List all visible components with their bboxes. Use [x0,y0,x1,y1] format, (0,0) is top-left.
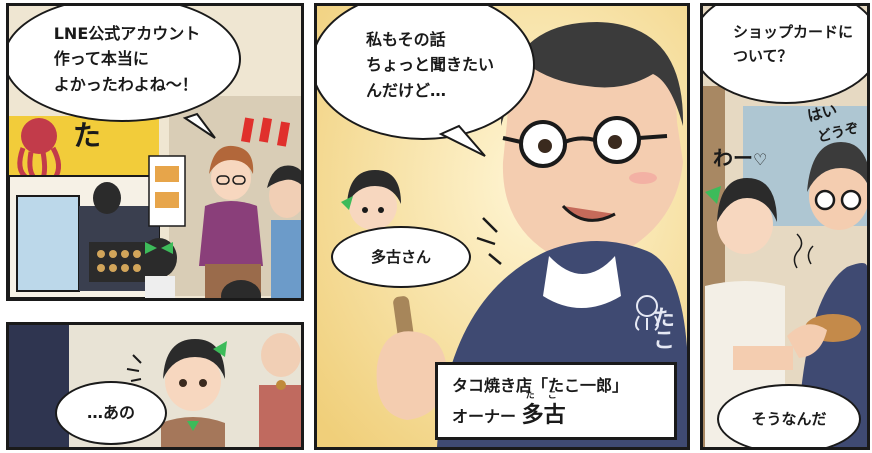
speech-bubble-p1: LNE公式アカウント 作って本当に よかったわよね〜！ [9,6,241,122]
speech-text-p3: 私もその話 ちょっと聞きたい んだけど… [365,29,494,100]
speech-bubble-p4-top: ショップカードに ついて？ [703,6,867,104]
speech-bubble-p3: 私もその話 ちょっと聞きたい んだけど… [317,6,535,140]
speech-text-p2: …あの [86,403,135,423]
owner-hair [501,22,684,126]
caption-owner-ruby: た こ [525,391,562,401]
speech-bubble-p2: …あの [55,381,167,445]
p1-bubble-tail [182,112,216,139]
speech-bubble-p4-bottom: そうなんだ [717,384,861,447]
caption-shop-line: タコ焼き店「たこ一郎」 [452,376,629,395]
sfx-waa: わー♡ [713,142,767,171]
panel-3: 私もその話 ちょっと聞きたい んだけど… 多古さん たこ タコ焼き店「たこ一郎」… [314,3,690,450]
thought-text-p3: 多古さん [370,248,431,266]
owner-hand [376,331,447,420]
octopus-mascot [21,118,57,154]
apron-text: たこ [649,306,674,350]
panel-4: ショップカードに ついて？ はい どうぞ わー♡ そうなんだ [700,3,870,450]
shop-sign-text: た [73,119,102,152]
caption-owner-line: オーナー た こ 多古 [452,391,660,434]
panel-2: …あの [6,322,304,450]
caption-owner-name-text: 多古 [521,403,566,428]
speech-text-p4-top: ショップカードに ついて？ [732,23,853,65]
caption-owner-label: オーナー [452,407,522,426]
owner-face [502,30,683,261]
panel-1: た LNE公式アカウント 作って本当に よかったわよね〜！ [6,3,304,301]
speech-text-p1: LNE公式アカウント 作って本当に よかったわよね〜！ [53,23,201,94]
caption-owner-name: た こ 多古 [521,391,566,428]
speech-text-p4-bottom: そうなんだ [751,410,827,428]
thought-bubble-p3: 多古さん [331,226,471,288]
panel-4-art [703,6,867,447]
p3-bubble-tail [438,124,486,157]
owner-name-caption: タコ焼き店「たこ一郎」 オーナー た こ 多古 [435,362,677,440]
sfx-waa-text: わー [713,146,753,170]
heart-icon: ♡ [753,150,768,169]
